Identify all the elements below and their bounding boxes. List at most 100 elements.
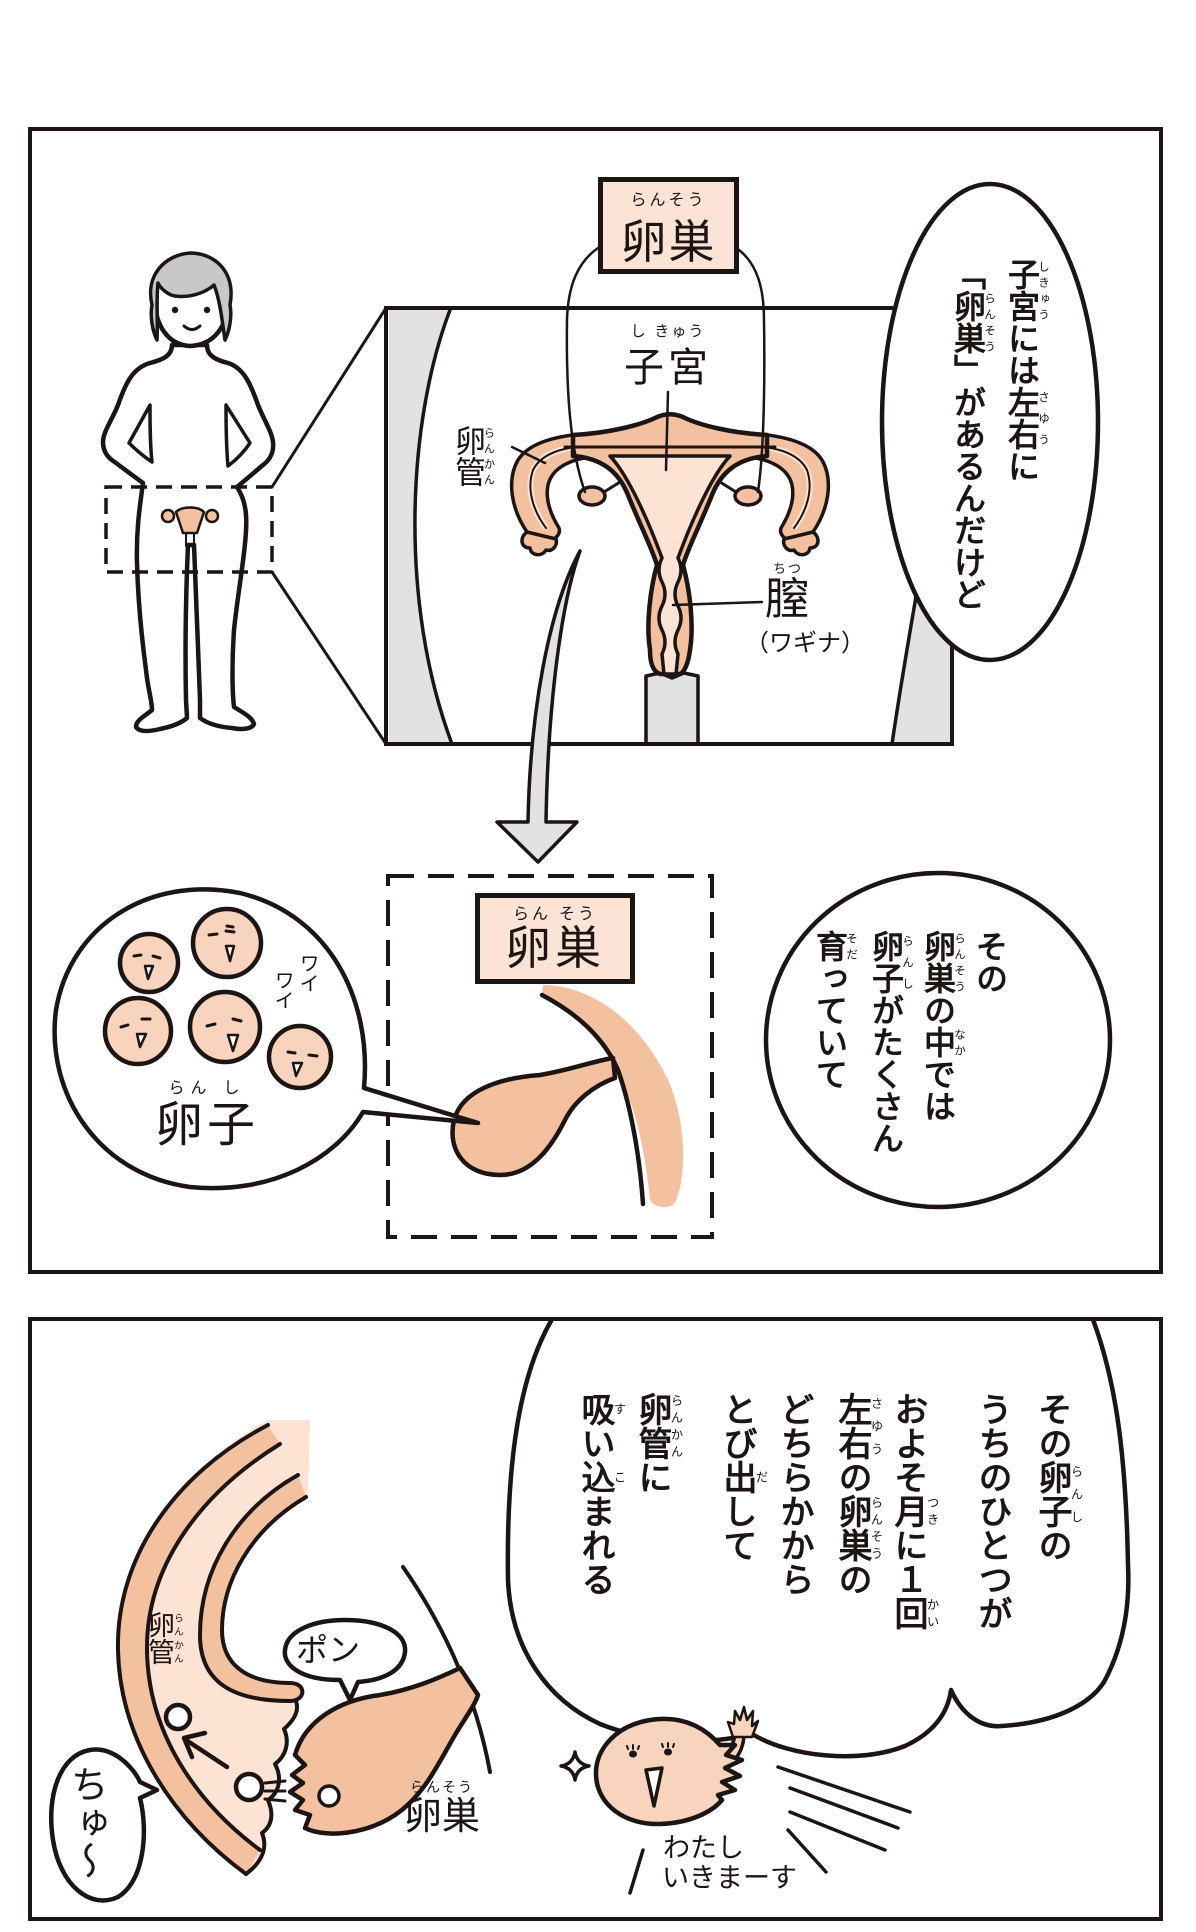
narration-text: 卵巣 bbox=[832, 1494, 872, 1562]
narration-text: の bbox=[832, 1460, 872, 1494]
narration-text: その bbox=[971, 930, 1009, 994]
narration-text: 中 bbox=[919, 1026, 957, 1058]
ruby-group: 出だ bbox=[717, 1460, 768, 1494]
narration-text: どちらかから bbox=[774, 1392, 814, 1596]
ruby-group: 回かい bbox=[888, 1596, 939, 1630]
narration-text: 卵管 bbox=[632, 1392, 672, 1460]
egg-cell bbox=[190, 906, 264, 980]
narration-text: い bbox=[575, 1426, 615, 1460]
egg-in-tube bbox=[163, 1702, 193, 1732]
panel-2-artwork bbox=[48, 1321, 1131, 1903]
reproductive-organs-inset bbox=[384, 306, 954, 746]
egg-character-mouth bbox=[644, 1766, 664, 1808]
ruby-group: 卵巣らんそう bbox=[919, 930, 967, 994]
narration-text: まれる bbox=[575, 1494, 615, 1596]
furigana: す bbox=[612, 1392, 626, 1426]
ruby-group: 込こ bbox=[575, 1460, 626, 1494]
ruby-group: 中なか bbox=[919, 1026, 967, 1058]
narration-text: 込 bbox=[575, 1460, 615, 1494]
zoom-connector-bottom bbox=[270, 570, 388, 746]
vagina-label: ちつ 膣 （ワギナ） bbox=[745, 562, 865, 659]
smile bbox=[182, 324, 202, 331]
ruby-group: 卵管らんかん bbox=[449, 425, 496, 487]
uterus-leader-line bbox=[664, 390, 670, 472]
narration-text: の bbox=[1032, 1528, 1072, 1562]
narration-text: 子宮 bbox=[1003, 258, 1041, 322]
chatter-sfx-2: ワイ bbox=[271, 970, 295, 1010]
slurp-sfx: ちゅ〜 bbox=[64, 1765, 108, 1879]
egg-speech-line-2: いきまーす bbox=[662, 1863, 797, 1894]
ruby-group: 吸す bbox=[575, 1392, 626, 1426]
narration-1-line-1: 子宮しきゅうには左右さゆうに bbox=[1003, 258, 1051, 482]
narration-text: では bbox=[919, 1058, 957, 1122]
narration-2-line-3: 卵子らんしがたくさん bbox=[867, 930, 915, 1154]
narration-3-line-5: どちらかから bbox=[774, 1392, 814, 1596]
ruby-group: 育そだ bbox=[811, 930, 859, 962]
eye-right bbox=[203, 306, 211, 314]
body-outline bbox=[100, 342, 276, 734]
egg-in-ovary bbox=[317, 1784, 341, 1808]
ruby-group: 月つき bbox=[888, 1494, 939, 1528]
furigana: かい bbox=[925, 1596, 939, 1630]
zoom-arrow-down bbox=[495, 549, 582, 864]
eggs-bubble bbox=[52, 887, 481, 1191]
uterine-cavity bbox=[608, 454, 732, 676]
ovary-closeup-callout-box: らん そう 卵巣 bbox=[475, 893, 635, 984]
narration-3-line-4: 左右さゆうの卵巣らんそうの bbox=[832, 1392, 883, 1596]
ruby-group: 卵子らんし bbox=[867, 930, 915, 994]
furigana: らんかん bbox=[172, 1611, 183, 1665]
waving-hand-icon bbox=[726, 1705, 760, 1739]
ruby-group: 子宮しきゅう bbox=[1003, 258, 1051, 322]
furigana: らんそう bbox=[983, 290, 997, 354]
released-egg bbox=[233, 1771, 265, 1803]
panel-1-artwork bbox=[52, 181, 1113, 1239]
narration-2-line-2: 卵巣らんそうの中なかでは bbox=[919, 930, 967, 1122]
narration-text: っていて bbox=[811, 962, 849, 1090]
tube-closeup-text: 卵管 bbox=[143, 1611, 174, 1665]
vagina-leader-line bbox=[671, 600, 764, 607]
furigana: らんそう bbox=[953, 930, 967, 994]
narration-text: 月 bbox=[888, 1494, 928, 1528]
movement-arrow-icon bbox=[181, 1730, 230, 1770]
fallopian-tube-label: 卵管らんかん bbox=[449, 425, 496, 487]
sparkle-icon bbox=[559, 1750, 591, 1782]
furigana: なか bbox=[953, 1026, 967, 1058]
narration-text: の bbox=[832, 1562, 872, 1596]
narration-text: には bbox=[1003, 322, 1041, 386]
egg-character-eye-right bbox=[664, 1748, 672, 1756]
egg-cell bbox=[187, 989, 263, 1065]
furigana: らんそう bbox=[869, 1494, 883, 1562]
uterus-furigana: し きゅう bbox=[630, 322, 706, 340]
egg-cell bbox=[102, 995, 174, 1067]
tube-text: 卵管 bbox=[449, 425, 485, 487]
narration-cloud-bubble bbox=[505, 1321, 1131, 1759]
ovary-furigana: らんそう bbox=[410, 1780, 474, 1796]
slurp-bubble bbox=[48, 1747, 160, 1903]
fallopian-tube-closeup bbox=[115, 1420, 310, 1876]
narration-3-line-6: とび出だして bbox=[717, 1392, 768, 1562]
body-wall-line bbox=[401, 1565, 492, 1774]
narration-text: して bbox=[717, 1494, 757, 1562]
narration-3-line-3: およそ月つきに１回かい bbox=[888, 1392, 939, 1630]
narration-text: 左右 bbox=[832, 1392, 872, 1460]
narration-text: 卵巣 bbox=[919, 930, 957, 994]
narration-text: に bbox=[632, 1460, 672, 1494]
furigana: こ bbox=[612, 1460, 626, 1494]
narration-text: 卵巣 bbox=[949, 290, 987, 354]
narration-text: 左右 bbox=[1003, 386, 1041, 450]
pop-sfx: ポン bbox=[296, 1631, 361, 1669]
furigana: つき bbox=[925, 1494, 939, 1528]
furigana: さゆう bbox=[1037, 386, 1051, 450]
mini-uterus-icon bbox=[160, 506, 220, 547]
ovary-pointer-right bbox=[737, 248, 766, 494]
vagina-furigana: ちつ bbox=[773, 562, 804, 577]
narration-text: 「 bbox=[949, 258, 987, 290]
narration-text: に１ bbox=[888, 1528, 928, 1596]
ruby-group: 卵子らんし bbox=[1032, 1460, 1083, 1528]
ovary-text: 卵巣 bbox=[403, 1794, 480, 1838]
narration-bubble-1 bbox=[879, 181, 1101, 663]
ovary-closeup-label-2: らんそう 卵巣 bbox=[400, 1781, 484, 1839]
narration-text: 出 bbox=[717, 1460, 757, 1494]
egg-character bbox=[559, 1705, 912, 1895]
egg-cell bbox=[266, 1023, 334, 1091]
